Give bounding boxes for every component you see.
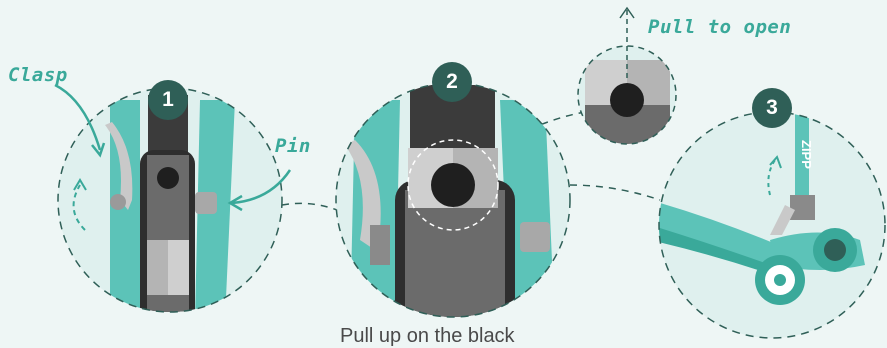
pin-label: Pin [275,135,311,157]
step-badge-3: 3 [752,88,792,128]
step-badge-2: 2 [432,62,472,102]
panel-3-folded-scooter: ZIPP [650,110,887,339]
step-badge-1: 1 [148,80,188,120]
connector-1-2 [282,203,337,210]
step-caption: Pull up on the black [340,325,515,348]
folding-instructions-diagram: ZIPP [0,0,887,339]
panel-2-pull-block [330,80,580,339]
clasp-label: Clasp [8,64,68,86]
pull-to-open-label: Pull to open [648,16,791,38]
brand-text: ZIPP [799,140,814,169]
connector-2-3 [570,185,660,200]
